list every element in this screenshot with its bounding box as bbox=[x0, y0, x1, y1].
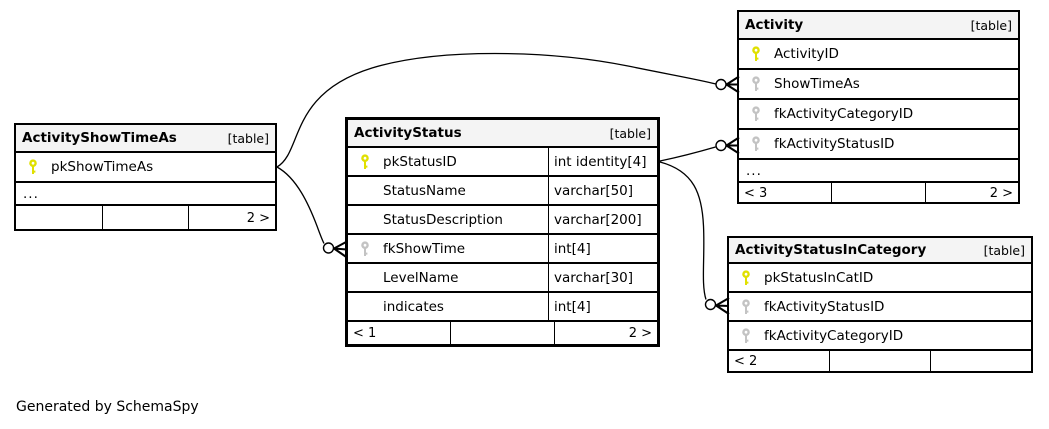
footer-parent-count: < 3 bbox=[744, 186, 768, 201]
column-row: fkShowTime int[4] bbox=[348, 235, 657, 264]
table-header[interactable]: ActivityStatusInCategory [table] bbox=[729, 238, 1031, 264]
footer-cell bbox=[831, 183, 924, 204]
column-row: StatusDescription varchar[200] bbox=[348, 206, 657, 235]
footer-related-count: 2 > bbox=[553, 322, 657, 344]
footer-related-count: 2 > bbox=[188, 206, 275, 230]
edge-showtimeas-to-activitystatus bbox=[276, 166, 348, 259]
footer-cell bbox=[101, 206, 189, 230]
edge-activitystatus-to-statusincategory bbox=[659, 161, 730, 315]
column-name: ShowTimeAs bbox=[774, 76, 860, 92]
table-header[interactable]: Activity [table] bbox=[739, 12, 1018, 40]
column-type: int[4] bbox=[548, 293, 657, 320]
table-header[interactable]: ActivityShowTimeAs [table] bbox=[16, 125, 275, 153]
table-footer: < 3 2 > bbox=[739, 183, 1018, 204]
table-footer: < 2 bbox=[729, 351, 1031, 371]
foreign-key-icon bbox=[752, 136, 760, 151]
column-row: fkActivityCategoryID bbox=[729, 322, 1031, 351]
zero-cardinality-circle bbox=[322, 242, 335, 254]
column-row: LevelName varchar[30] bbox=[348, 264, 657, 293]
primary-key-icon bbox=[361, 153, 369, 169]
column-type: varchar[50] bbox=[548, 177, 657, 204]
column-type: int identity[4] bbox=[548, 148, 657, 175]
column-row: fkActivityCategoryID bbox=[739, 100, 1018, 130]
primary-key-icon bbox=[742, 269, 750, 285]
generated-by-note: Generated by SchemaSpy bbox=[16, 399, 199, 415]
column-row: indicates int[4] bbox=[348, 293, 657, 322]
table-tag: [table] bbox=[609, 125, 651, 141]
table-name: ActivityStatusInCategory bbox=[735, 242, 927, 258]
edge-activitystatus-to-activity bbox=[659, 136, 740, 162]
foreign-key-icon bbox=[752, 76, 760, 91]
zero-cardinality-circle bbox=[704, 298, 717, 311]
footer-parent-count: < 2 bbox=[734, 353, 758, 369]
column-name: pkStatusInCatID bbox=[764, 269, 874, 286]
foreign-key-icon bbox=[361, 240, 369, 256]
footer-cell bbox=[16, 206, 102, 230]
table-tag: [table] bbox=[970, 17, 1012, 33]
foreign-key-icon bbox=[752, 106, 760, 121]
zero-cardinality-circle bbox=[715, 139, 727, 152]
column-name: fkActivityStatusID bbox=[774, 136, 895, 152]
table-tag: [table] bbox=[227, 130, 269, 146]
footer-parent-count: < 1 bbox=[353, 325, 377, 341]
footer-cell bbox=[829, 351, 930, 371]
column-type: varchar[200] bbox=[548, 206, 657, 233]
table-activity-show-time-as[interactable]: ActivityShowTimeAs [table] pkShowTimeAs … bbox=[14, 123, 277, 231]
table-footer: 2 > bbox=[16, 206, 275, 230]
column-row: ActivityID bbox=[739, 40, 1018, 70]
column-row: StatusName varchar[50] bbox=[348, 177, 657, 206]
column-row: fkActivityStatusID bbox=[739, 130, 1018, 160]
primary-key-icon bbox=[752, 46, 760, 61]
table-activity-status-in-category[interactable]: ActivityStatusInCategory [table] pkStatu… bbox=[727, 236, 1033, 373]
table-activity[interactable]: Activity [table] ActivityID ShowTimeAs f… bbox=[737, 10, 1020, 204]
column-name: fkActivityCategoryID bbox=[764, 327, 904, 344]
column-row: fkActivityStatusID bbox=[729, 293, 1031, 322]
column-row: pkStatusID int identity[4] bbox=[348, 148, 657, 177]
hidden-columns-ellipsis: ... bbox=[739, 160, 1018, 183]
column-name: fkActivityCategoryID bbox=[774, 106, 914, 122]
column-name: ActivityID bbox=[774, 46, 839, 62]
foreign-key-icon bbox=[742, 327, 750, 343]
column-row: ShowTimeAs bbox=[739, 70, 1018, 100]
table-header[interactable]: ActivityStatus [table] bbox=[348, 120, 657, 148]
column-name: LevelName bbox=[383, 269, 459, 286]
hidden-columns-ellipsis: ... bbox=[16, 183, 275, 206]
primary-key-icon bbox=[29, 159, 37, 174]
table-name: Activity bbox=[745, 17, 804, 33]
column-type: int[4] bbox=[548, 235, 657, 262]
table-footer: < 1 2 > bbox=[348, 322, 657, 344]
table-tag: [table] bbox=[983, 242, 1025, 258]
column-row: pkShowTimeAs bbox=[16, 153, 275, 183]
zero-cardinality-circle bbox=[715, 78, 727, 91]
column-name: fkShowTime bbox=[383, 240, 466, 257]
column-name: pkShowTimeAs bbox=[51, 159, 154, 175]
column-type: varchar[30] bbox=[548, 264, 657, 291]
column-name: fkActivityStatusID bbox=[764, 298, 885, 315]
column-name: pkStatusID bbox=[383, 153, 457, 170]
footer-related-count: 2 > bbox=[924, 183, 1018, 204]
footer-cell bbox=[450, 322, 553, 344]
table-name: ActivityShowTimeAs bbox=[22, 130, 177, 146]
column-name: StatusDescription bbox=[383, 211, 503, 228]
column-name: StatusName bbox=[383, 182, 466, 199]
column-name: indicates bbox=[383, 298, 444, 315]
foreign-key-icon bbox=[742, 298, 750, 314]
table-name: ActivityStatus bbox=[354, 125, 462, 141]
table-activity-status[interactable]: ActivityStatus [table] pkStatusID int id… bbox=[345, 117, 660, 347]
column-row: pkStatusInCatID bbox=[729, 264, 1031, 293]
footer-cell bbox=[930, 351, 1031, 371]
